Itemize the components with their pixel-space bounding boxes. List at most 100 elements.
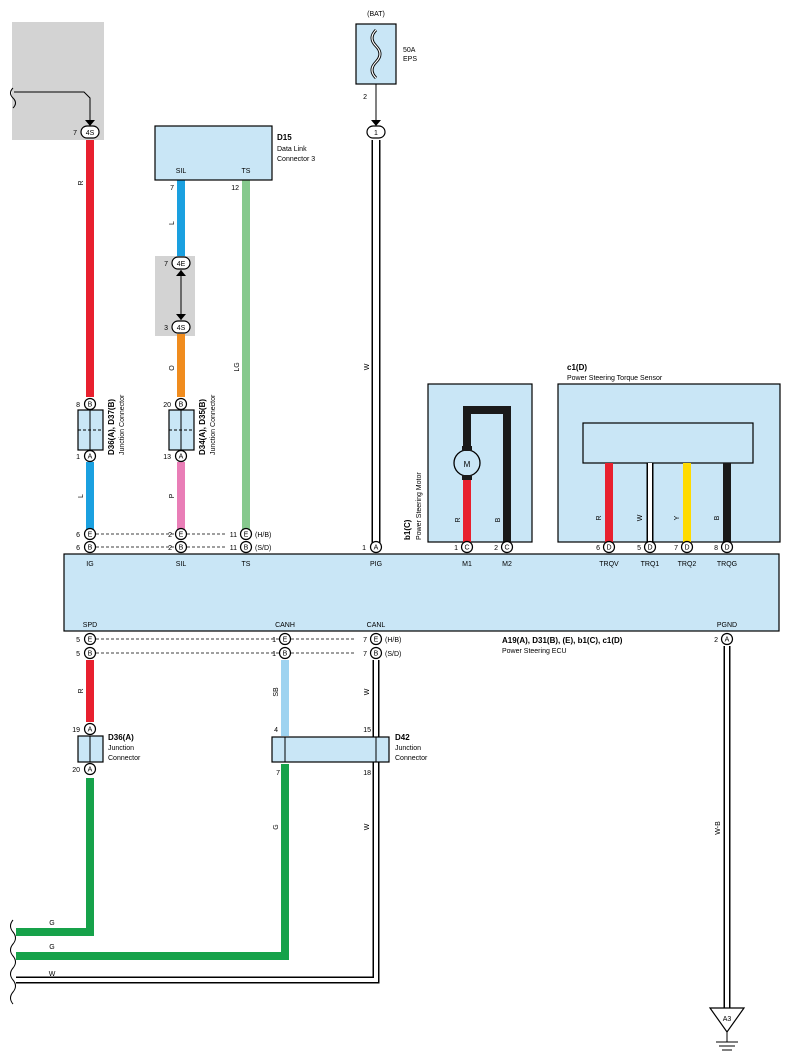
ground-label: A3	[723, 1016, 732, 1023]
svg-text:1: 1	[454, 545, 458, 552]
svg-text:(H/B): (H/B)	[385, 637, 401, 644]
svg-text:5: 5	[76, 637, 80, 644]
wire-label-w-bot: W	[364, 823, 371, 830]
svg-text:TRQ1: TRQ1	[641, 561, 660, 568]
svg-text:19: 19	[72, 727, 80, 734]
wire-label-wb: W-B	[715, 821, 722, 835]
dlc-name-2: Connector 3	[277, 156, 315, 163]
svg-text:Connector: Connector	[395, 755, 428, 762]
junction-connector-left: B 8 A 1 D36(A), D37(B) Junction Connecto…	[76, 394, 126, 463]
svg-text:C: C	[464, 545, 469, 552]
svg-text:1: 1	[272, 637, 276, 644]
svg-text:TRQV: TRQV	[599, 561, 619, 568]
wire-label-g1: G	[49, 920, 54, 927]
jc-left-id: D36(A), D37(B)	[107, 399, 116, 455]
wire-label-l1: L	[169, 221, 176, 225]
connector-4s-top	[80, 125, 100, 139]
ecu-id: A19(A), D31(B), (E), b1(C), c1(D)	[502, 636, 623, 645]
ecu-labels: IG SIL TS PIG M1 M2 TRQV TRQ1 TRQ2 TRQG …	[83, 561, 737, 629]
svg-text:PIG: PIG	[370, 561, 382, 568]
dlc-id: D15	[277, 133, 292, 142]
svg-text:13: 13	[163, 454, 171, 461]
wire-label-w3: W	[49, 971, 56, 978]
dlc-sil-num: 7	[170, 185, 174, 192]
wire-label-g-bot: G	[273, 824, 280, 829]
svg-text:A: A	[725, 637, 730, 644]
wire-label-sb: SB	[273, 687, 280, 697]
fuse-pin-out: 2	[363, 94, 367, 101]
svg-text:(S/D): (S/D)	[255, 545, 271, 552]
svg-text:1: 1	[362, 545, 366, 552]
junction-connector-mid: B 20 A 13 D34(A), D35(B) Junction Connec…	[163, 394, 217, 463]
svg-text:7: 7	[276, 770, 280, 777]
wire-label-w-canl: W	[364, 688, 371, 695]
ecu-box	[63, 553, 780, 632]
svg-text:18: 18	[363, 770, 371, 777]
svg-text:PGND: PGND	[717, 622, 737, 629]
fuse-name: EPS	[403, 56, 417, 63]
svg-text:TRQ2: TRQ2	[678, 561, 697, 568]
svg-text:11: 11	[230, 545, 237, 552]
torque-name: Power Steering Torque Sensor	[567, 375, 663, 382]
svg-text:7: 7	[363, 651, 367, 658]
svg-text:B: B	[244, 545, 249, 552]
wire-g-2	[16, 764, 289, 960]
arrow-4e	[176, 270, 186, 276]
connector-4s-mid	[171, 320, 191, 334]
svg-text:11: 11	[230, 532, 237, 539]
arrow-bat	[371, 120, 381, 126]
svg-text:B: B	[283, 651, 288, 658]
ecu-name: Power Steering ECU	[502, 648, 567, 655]
svg-text:E: E	[283, 637, 288, 644]
motor-wire-r: R	[455, 517, 462, 522]
svg-text:D: D	[684, 545, 689, 552]
svg-text:A: A	[88, 767, 93, 774]
wire-w-canl	[16, 660, 378, 982]
svg-text:6: 6	[76, 545, 80, 552]
svg-text:M2: M2	[502, 561, 512, 568]
torque-wire-b: B	[714, 515, 721, 520]
svg-text:2: 2	[168, 532, 172, 539]
wire-label-w-bat: W	[364, 363, 371, 370]
ecu-top-pins: E B 6 6 E B 2 2 E B 11 11 (H/B) (S/D) A …	[76, 527, 734, 554]
dlc-ts-num: 12	[231, 185, 239, 192]
svg-text:B: B	[88, 402, 93, 409]
jc-mid-id: D34(A), D35(B)	[198, 399, 207, 455]
svg-text:4: 4	[274, 727, 278, 734]
svg-text:8: 8	[714, 545, 718, 552]
wire-label-l2: L	[78, 494, 85, 498]
junction-connector-d36a: A 19 A 20 D36(A) Junction Connector	[72, 722, 141, 776]
svg-text:D: D	[606, 545, 611, 552]
svg-text:5: 5	[637, 545, 641, 552]
connector-4s-mid-label: 4S	[177, 325, 186, 332]
wire-label-lg: LG	[234, 362, 241, 371]
svg-text:(H/B): (H/B)	[255, 532, 271, 539]
svg-text:8: 8	[76, 402, 80, 409]
connector-4s-top-label: 4S	[86, 130, 95, 137]
connector-4e	[171, 256, 191, 270]
break-mark-bottom	[10, 919, 16, 1005]
svg-text:20: 20	[163, 402, 171, 409]
svg-text:7: 7	[363, 637, 367, 644]
svg-text:SPD: SPD	[83, 622, 97, 629]
svg-text:20: 20	[72, 767, 80, 774]
connector-bat-1-label: 1	[374, 130, 378, 137]
fuse-amp: 50A	[403, 47, 416, 54]
svg-text:(S/D): (S/D)	[385, 651, 401, 658]
svg-text:2: 2	[494, 545, 498, 552]
dlc-name-1: Data Link	[277, 146, 307, 153]
svg-text:M1: M1	[462, 561, 472, 568]
jc-left-name: Junction Connector	[119, 394, 126, 455]
ground-a3: A3	[708, 1007, 746, 1051]
connector-4e-pin: 7	[164, 261, 168, 268]
torque-wire-y: Y	[674, 515, 681, 520]
svg-text:Junction: Junction	[108, 745, 134, 752]
svg-text:IG: IG	[86, 561, 93, 568]
svg-text:E: E	[179, 532, 184, 539]
svg-text:6: 6	[596, 545, 600, 552]
bat-label: (BAT)	[367, 11, 385, 18]
torque-wire-w: W	[637, 514, 644, 521]
wire-g-1	[16, 778, 94, 936]
arrow-4s-top	[85, 120, 95, 126]
svg-text:B: B	[179, 402, 184, 409]
